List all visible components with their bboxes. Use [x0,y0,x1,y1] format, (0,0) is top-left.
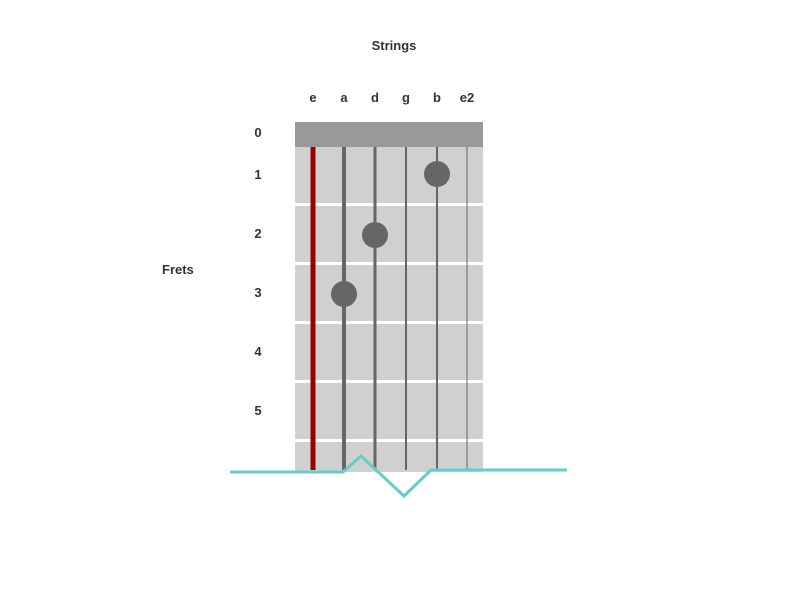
fret-number-3: 3 [254,285,262,300]
fret-number-4: 4 [254,344,262,359]
fret-line-3 [295,321,483,324]
note-dot-b-fret-1 [424,161,450,187]
break-line [230,453,567,499]
fretboard [295,122,483,472]
fret-number-1: 1 [254,167,262,182]
string-label-d: d [371,90,379,105]
fret-line-4 [295,380,483,383]
string-label-e2: e2 [459,90,475,105]
note-dot-d-fret-2 [362,222,388,248]
fret-number-0: 0 [254,125,262,140]
fret-number-2: 2 [254,226,262,241]
string-label-e: e [309,90,317,105]
fret-line-5 [295,439,483,442]
fret-line-1 [295,203,483,206]
string-label-b: b [433,90,441,105]
nut [295,122,483,147]
diagram-title: Strings [371,38,417,53]
fret-line-2 [295,262,483,265]
fret-number-5: 5 [254,403,262,418]
string-label-a: a [340,90,348,105]
frets-axis-label: Frets [162,262,194,277]
note-dot-a-fret-3 [331,281,357,307]
string-label-g: g [402,90,410,105]
